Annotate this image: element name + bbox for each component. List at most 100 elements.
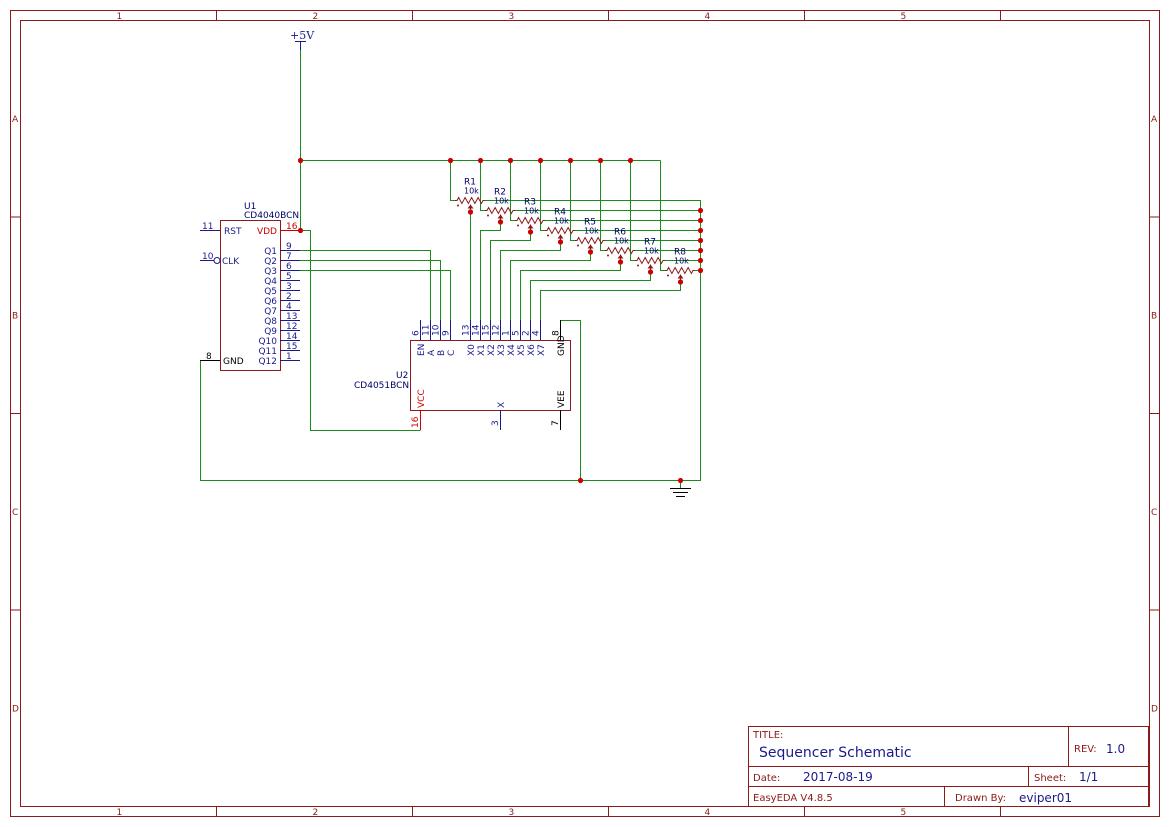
frame-column-label: 2 bbox=[313, 12, 319, 22]
u2-pin-num: 2 bbox=[522, 330, 532, 336]
u2-pin-num: 11 bbox=[422, 325, 432, 336]
wire-junction bbox=[617, 259, 624, 265]
u2-pin-name: A bbox=[427, 349, 437, 356]
frame-column-label: 3 bbox=[509, 808, 515, 818]
frame-row-label: D bbox=[1151, 704, 1158, 714]
frame-column-label: 1 bbox=[117, 808, 123, 818]
u2-cd4051-chip[interactable]: U2 CD4051BCN 6EN11A10B9C13X014X115X212X3… bbox=[354, 320, 571, 430]
u2-pin-name: C bbox=[447, 350, 457, 356]
u2-pin-name: X2 bbox=[487, 344, 497, 356]
wire-junction bbox=[677, 477, 684, 484]
wire-junction bbox=[557, 239, 564, 245]
wire-junction bbox=[507, 157, 514, 164]
wire-junction bbox=[697, 207, 704, 214]
ground-symbol bbox=[670, 488, 691, 497]
frame-row-label: C bbox=[1151, 508, 1157, 518]
u2-pin-name: VCC bbox=[417, 389, 427, 408]
u1-pin-name: Q4 bbox=[264, 277, 277, 287]
rev-value: 1.0 bbox=[1106, 742, 1125, 756]
u2-ref: U2 bbox=[396, 371, 408, 381]
wire-junction bbox=[527, 229, 534, 235]
rev-label: REV: bbox=[1074, 744, 1097, 755]
frame-column-label: 3 bbox=[509, 12, 515, 22]
u2-pin-name: X5 bbox=[517, 344, 527, 356]
frame-column-label: 1 bbox=[117, 12, 123, 22]
u1-pin-num: 14 bbox=[286, 332, 298, 342]
u2-pin-name: X1 bbox=[477, 344, 487, 356]
u1-pin-name: Q9 bbox=[264, 327, 277, 337]
sheet-value: 1/1 bbox=[1079, 770, 1098, 784]
wire-junction bbox=[697, 257, 704, 264]
u2-part: CD4051BCN bbox=[354, 381, 409, 391]
u2-pin-name: VEE bbox=[557, 390, 567, 408]
u1-pin-num: 6 bbox=[286, 262, 292, 272]
wires bbox=[200, 50, 701, 488]
frame-column-label: 5 bbox=[901, 12, 907, 22]
title-value: Sequencer Schematic bbox=[759, 745, 912, 761]
u1-pin-num: 15 bbox=[286, 342, 297, 352]
frame-column-label: 4 bbox=[705, 808, 711, 818]
frame-row-label: B bbox=[12, 311, 18, 321]
u1-pin-name: Q11 bbox=[258, 347, 277, 357]
wire-junction bbox=[697, 227, 704, 234]
frame-column-label: 4 bbox=[705, 12, 711, 22]
u1-pin-num: 16 bbox=[286, 222, 298, 232]
u1-pin-name: Q1 bbox=[264, 247, 277, 257]
u1-pin-name: RST bbox=[224, 227, 242, 237]
wire-junction bbox=[297, 157, 304, 164]
u2-pin-num: 6 bbox=[412, 330, 422, 336]
vcc-power-symbol: +5V bbox=[290, 29, 315, 50]
u2-pin-name: GND bbox=[557, 335, 567, 356]
u2-pin-num: 10 bbox=[432, 324, 442, 336]
resistor-value: 10k bbox=[494, 197, 509, 206]
u2-pin-num: 13 bbox=[462, 325, 472, 336]
u2-pin-num: 16 bbox=[411, 416, 421, 428]
drawn-by-label: Drawn By: bbox=[955, 793, 1006, 804]
u1-pin-name: Q6 bbox=[264, 297, 277, 307]
u1-pin-num: 1 bbox=[286, 352, 292, 362]
resistor-ref: R2 bbox=[494, 188, 506, 198]
resistor-ref: R6 bbox=[614, 228, 626, 238]
wire-junction bbox=[627, 157, 634, 164]
title-block: TITLE: Sequencer Schematic REV: 1.0 Date… bbox=[748, 726, 1149, 807]
wire-junction bbox=[677, 279, 684, 285]
u2-pin-name: X0 bbox=[467, 344, 477, 356]
drawn-by-value: eviper01 bbox=[1019, 791, 1072, 805]
u1-cd4040-chip[interactable]: U1 CD4040BCN 11 RST 10 CLK 8 GND 16VDD9Q… bbox=[200, 202, 300, 371]
u1-pin-num: 9 bbox=[286, 242, 292, 252]
frame-row-label: B bbox=[1151, 311, 1157, 321]
u2-pin-num: 3 bbox=[491, 420, 501, 426]
resistor-ref: R5 bbox=[584, 218, 596, 228]
u2-pin-name: X7 bbox=[537, 344, 547, 356]
wire-junction bbox=[537, 157, 544, 164]
u2-pin-num: 4 bbox=[532, 330, 542, 336]
wire-junction bbox=[597, 157, 604, 164]
u2-pin-name: X4 bbox=[507, 344, 517, 356]
u1-pin-name: Q5 bbox=[264, 287, 277, 297]
u1-pin-name: Q10 bbox=[258, 337, 277, 347]
wire-junction bbox=[497, 219, 504, 225]
u2-pin-name: B bbox=[437, 350, 447, 356]
frame-row-label: A bbox=[1151, 115, 1158, 125]
wire-junction bbox=[567, 157, 574, 164]
wire-junction bbox=[297, 227, 304, 234]
u2-pin-num: 7 bbox=[551, 420, 561, 426]
frame-row-label: C bbox=[12, 508, 18, 518]
resistor-ref: R8 bbox=[674, 248, 686, 258]
resistor-value: 10k bbox=[524, 207, 539, 216]
wire-junction bbox=[697, 217, 704, 224]
wire-junction bbox=[577, 477, 584, 484]
resistor-value: 10k bbox=[584, 227, 599, 236]
date-value: 2017-08-19 bbox=[803, 770, 873, 784]
wire-junction bbox=[467, 209, 474, 215]
u2-pin-num: 15 bbox=[482, 325, 492, 336]
resistor-ref: R7 bbox=[644, 238, 656, 248]
u1-pin-name: Q12 bbox=[258, 357, 277, 367]
u1-pin-num: 11 bbox=[202, 222, 213, 232]
